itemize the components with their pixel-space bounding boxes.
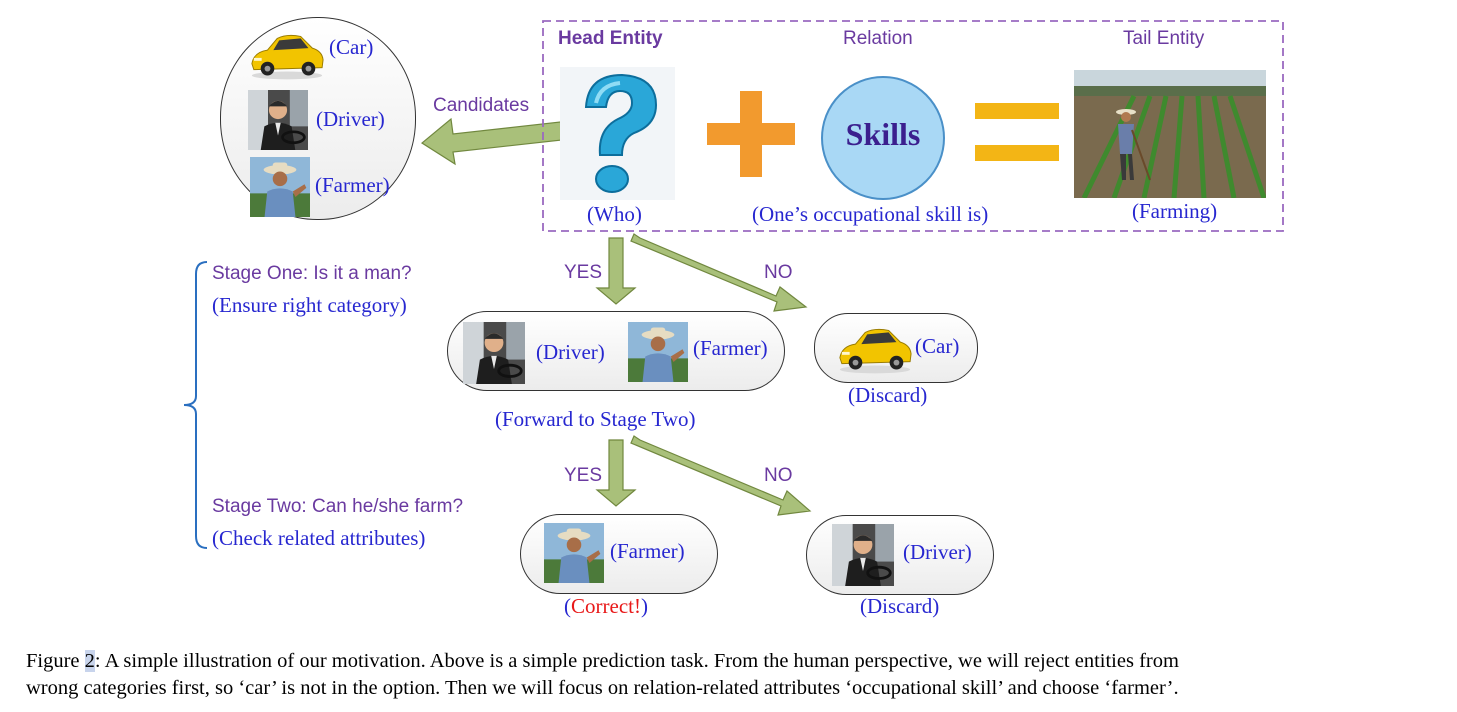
stage-brace <box>183 261 208 549</box>
stage-one-no: NO <box>764 262 793 283</box>
equals-icon <box>975 103 1059 161</box>
stage-two-title: Stage Two: Can he/she farm? <box>212 496 464 517</box>
correct-label: (Correct!) <box>564 594 648 619</box>
question-mark-icon <box>560 67 675 200</box>
stage-one-yes: YES <box>564 262 603 283</box>
stage-two-sub: (Check related attributes) <box>212 526 426 550</box>
stage-one-title: Stage One: Is it a man? <box>212 263 412 284</box>
caption-line1-text: : A simple illustration of our motivatio… <box>94 650 1179 672</box>
figure-caption-line2: wrong categories first, so ‘car’ is not … <box>26 677 1179 699</box>
farmer-icon <box>627 322 689 382</box>
figure-caption-line1: Figure 2: A simple illustration of our m… <box>26 650 1179 673</box>
skills-circle <box>821 76 945 200</box>
candidate-farmer-label: (Farmer) <box>315 173 390 197</box>
correct-word: Correct! <box>571 594 641 618</box>
driver-icon <box>461 322 527 384</box>
stage-one-yes-arrow <box>595 237 637 305</box>
driver-icon <box>829 524 897 586</box>
farmer-icon <box>542 523 606 583</box>
stage-one-driver-label: (Driver) <box>536 340 605 364</box>
candidates-arrow <box>420 117 572 166</box>
candidates-label: Candidates <box>433 95 530 116</box>
stage-one-discard: (Discard) <box>848 383 928 407</box>
skills-label: Skills <box>845 116 921 152</box>
occupational-label: (One’s occupational skill is) <box>752 202 989 226</box>
stage-one-sub: (Ensure right category) <box>212 293 407 317</box>
stage-one-no-arrow <box>630 233 808 312</box>
driver-icon <box>244 90 312 150</box>
farming-field-image <box>1074 70 1266 198</box>
correct-close-paren: ) <box>640 594 648 618</box>
candidate-driver-label: (Driver) <box>316 107 385 131</box>
tail-entity-title: Tail Entity <box>1123 28 1205 49</box>
plus-icon <box>707 91 795 177</box>
triple-box <box>542 20 1284 232</box>
stage-two-farmer-label: (Farmer) <box>610 539 685 563</box>
figure-number-link[interactable]: 2 <box>84 650 95 672</box>
stage-two-no-arrow <box>630 435 812 516</box>
who-label: (Who) <box>587 202 642 226</box>
correct-open-paren: ( <box>564 594 571 618</box>
candidate-car-label: (Car) <box>329 35 374 59</box>
stage-two-yes-arrow <box>595 439 637 507</box>
head-entity-title: Head Entity <box>558 28 663 49</box>
caption-prefix: Figure <box>26 650 85 672</box>
farmer-icon <box>248 157 312 217</box>
stage-two-yes: YES <box>564 465 603 486</box>
farming-label: (Farming) <box>1132 199 1218 223</box>
car-icon <box>836 320 914 376</box>
relation-title: Relation <box>843 28 913 49</box>
stage-two-no: NO <box>764 465 793 486</box>
stage-two-driver-label: (Driver) <box>903 540 972 564</box>
forward-label: (Forward to Stage Two) <box>495 407 696 431</box>
stage-two-discard: (Discard) <box>860 594 940 618</box>
stage-one-car-label: (Car) <box>915 334 960 358</box>
stage-one-farmer-label: (Farmer) <box>693 336 768 360</box>
car-icon <box>248 25 326 83</box>
